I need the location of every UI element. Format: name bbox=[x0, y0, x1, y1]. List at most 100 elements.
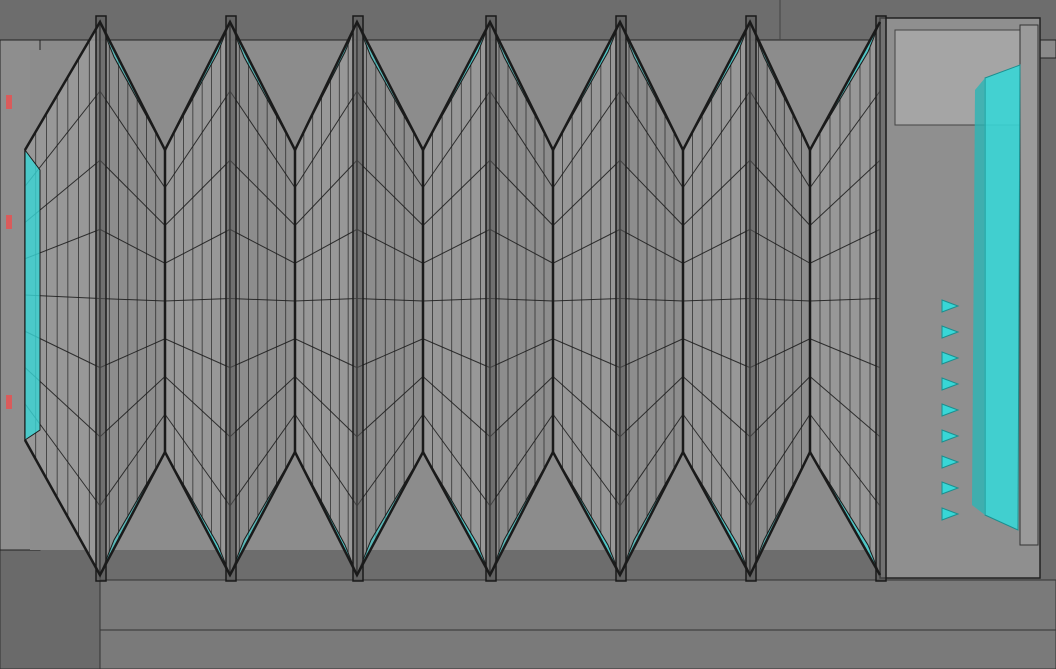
panel-grid-line bbox=[294, 376, 358, 438]
panel-grid-line bbox=[682, 159, 751, 226]
cyan-marker bbox=[941, 377, 960, 391]
fold-frame-post bbox=[352, 15, 364, 582]
panel-grid-line bbox=[294, 298, 358, 302]
panel-grid-line bbox=[489, 159, 554, 226]
panel-grid-line bbox=[356, 228, 424, 264]
panel-grid-line bbox=[164, 228, 231, 264]
red-mount-markers bbox=[6, 95, 12, 409]
cyan-mount-markers bbox=[941, 299, 960, 521]
panel-grid-line bbox=[809, 413, 881, 507]
panel-grid-line bbox=[489, 298, 554, 302]
fold-frame-post bbox=[95, 15, 107, 582]
panel-grid-line bbox=[749, 338, 811, 369]
panel-grid-line bbox=[356, 159, 424, 226]
panel-grid-line bbox=[682, 413, 751, 507]
panel-grid-line bbox=[422, 413, 491, 507]
panel-grid-line bbox=[99, 376, 166, 438]
panel-grid-line bbox=[294, 413, 358, 507]
panel-grid-line bbox=[422, 376, 491, 438]
panel-grid-line bbox=[619, 338, 684, 369]
panel-grid-line bbox=[552, 298, 621, 302]
panel-grid-line bbox=[356, 413, 424, 507]
panel-grid-line bbox=[99, 338, 166, 369]
panel-grid-line bbox=[422, 90, 491, 189]
panel-grid-line bbox=[294, 338, 358, 369]
panel-grid-line bbox=[552, 159, 621, 226]
panel-grid-line bbox=[809, 228, 881, 264]
panel-grid-line bbox=[356, 90, 424, 189]
cyan-marker bbox=[941, 325, 960, 339]
panel-grid-line bbox=[552, 413, 621, 507]
panel-grid-line bbox=[619, 228, 684, 264]
panel-grid-line bbox=[164, 413, 231, 507]
bellows-bottom-edge bbox=[23, 439, 882, 578]
panel-grid-line bbox=[99, 228, 166, 264]
panel-grid-line bbox=[619, 376, 684, 438]
fold-frame-post bbox=[875, 15, 887, 582]
bellows-assembly bbox=[23, 15, 887, 582]
panel-grid-line bbox=[422, 298, 491, 302]
cyan-marker bbox=[941, 455, 960, 469]
cyan-marker bbox=[941, 351, 960, 365]
panel-grid-line bbox=[489, 90, 554, 189]
panel-grid-line bbox=[294, 159, 358, 226]
panel-grid-line bbox=[229, 90, 296, 189]
panel-grid-line bbox=[749, 413, 811, 507]
panel-grid-line bbox=[809, 298, 881, 302]
panel-grid-line bbox=[294, 90, 358, 189]
panel-grid-line bbox=[229, 159, 296, 226]
right-end-side-bar bbox=[1019, 24, 1039, 546]
bellows-top-edge bbox=[23, 19, 882, 153]
panel-grid-line bbox=[489, 228, 554, 264]
panel-grid-line bbox=[809, 90, 881, 189]
panel-grid-line bbox=[749, 159, 811, 226]
fold-frame-post bbox=[485, 15, 497, 582]
cyan-end-plate-shade bbox=[972, 78, 985, 515]
red-marker bbox=[6, 95, 12, 109]
panel-grid-line bbox=[552, 90, 621, 189]
panel-grid-line bbox=[749, 298, 811, 302]
panel-grid-line bbox=[809, 376, 881, 438]
panel-grid-line bbox=[682, 338, 751, 369]
red-marker bbox=[6, 395, 12, 409]
panel-grid-line bbox=[422, 338, 491, 369]
panel-grid-line bbox=[619, 413, 684, 507]
panel-grid-line bbox=[619, 159, 684, 226]
panel-grid-line bbox=[682, 90, 751, 189]
panel-grid-line bbox=[99, 90, 166, 189]
fold-frame-post bbox=[225, 15, 237, 582]
panel-grid-line bbox=[422, 159, 491, 226]
panel-grid-line bbox=[809, 338, 881, 369]
panel-grid-line bbox=[99, 159, 166, 226]
panel-grid-line bbox=[552, 228, 621, 264]
panel-grid-line bbox=[749, 228, 811, 264]
floor-platform bbox=[99, 579, 1056, 669]
panel-grid-line bbox=[489, 338, 554, 369]
panel-grid-line bbox=[356, 298, 424, 302]
panel-grid-line bbox=[749, 376, 811, 438]
panel-grid-line bbox=[682, 376, 751, 438]
panel-grid-line bbox=[356, 376, 424, 438]
cyan-end-plate bbox=[984, 64, 1021, 531]
panel-grid-line bbox=[164, 338, 231, 369]
panel-grid-line bbox=[356, 338, 424, 369]
panel-grid-line bbox=[164, 298, 231, 302]
panel-grid-line bbox=[552, 338, 621, 369]
panel-grid-line bbox=[294, 228, 358, 264]
panel-grid-line bbox=[229, 338, 296, 369]
panel-grid-line bbox=[809, 159, 881, 226]
cyan-left-edge bbox=[24, 148, 41, 441]
panel-grid-line bbox=[164, 159, 231, 226]
panel-grid-line bbox=[229, 228, 296, 264]
panel-grid-line bbox=[489, 413, 554, 507]
panel-grid-line bbox=[164, 376, 231, 438]
red-marker bbox=[6, 215, 12, 229]
panel-grid-line bbox=[164, 90, 231, 189]
panel-grid-line bbox=[229, 376, 296, 438]
panel-grid-line bbox=[619, 298, 684, 302]
cyan-marker bbox=[941, 403, 960, 417]
cyan-marker bbox=[941, 299, 960, 313]
panel-grid-line bbox=[229, 298, 296, 302]
